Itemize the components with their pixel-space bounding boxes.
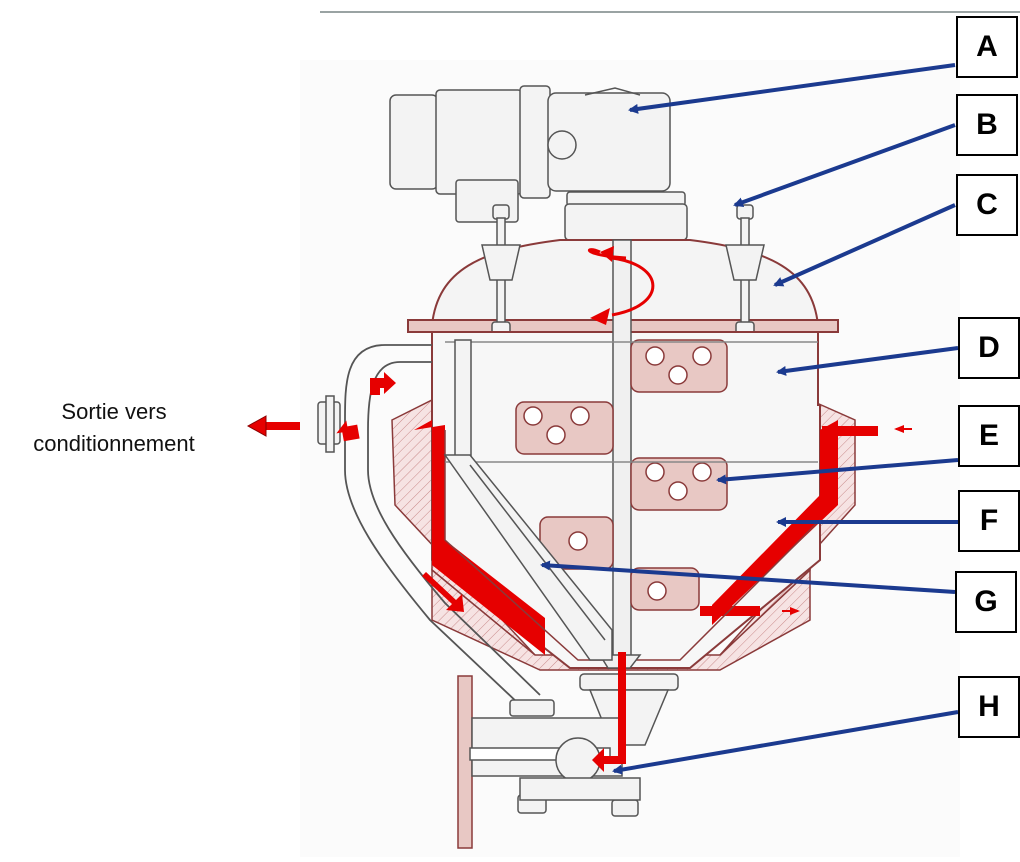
arrow-c: [773, 203, 956, 287]
agitator-arms: [445, 341, 818, 463]
paddle-holes: [523, 346, 712, 601]
arrow-e: [716, 458, 959, 485]
pipe-flow-arrows: [336, 372, 464, 612]
callout-arrows: [540, 63, 959, 775]
arrow-d: [776, 346, 959, 376]
valve-flow-down: [618, 652, 626, 756]
arrow-a: [628, 63, 956, 114]
label-e: E: [958, 405, 1020, 467]
label-f: F: [958, 490, 1020, 552]
arrow-b: [733, 123, 956, 207]
arrow-g: [540, 560, 956, 594]
label-d: D: [958, 317, 1020, 379]
label-a: A: [956, 16, 1018, 78]
scraper-arm: [443, 339, 613, 661]
outlet-pipe: [344, 344, 541, 706]
outlet-caption-line1: Sortie vers: [61, 399, 167, 424]
label-h: H: [958, 676, 1020, 738]
exit-arrow-head: [246, 415, 267, 437]
label-c: C: [956, 174, 1018, 236]
motor-gearbox: [389, 85, 688, 241]
outlet-caption-line2: conditionnement: [33, 431, 195, 456]
bottom-valve: [457, 673, 679, 849]
arrow-h: [612, 710, 959, 775]
outlet-nozzle: [317, 395, 341, 453]
outlet-caption: Sortie vers conditionnement: [10, 396, 218, 460]
label-g: G: [955, 571, 1017, 633]
rotation-arrow: [588, 248, 655, 317]
lid-clamps: [481, 204, 765, 341]
label-b: B: [956, 94, 1018, 156]
